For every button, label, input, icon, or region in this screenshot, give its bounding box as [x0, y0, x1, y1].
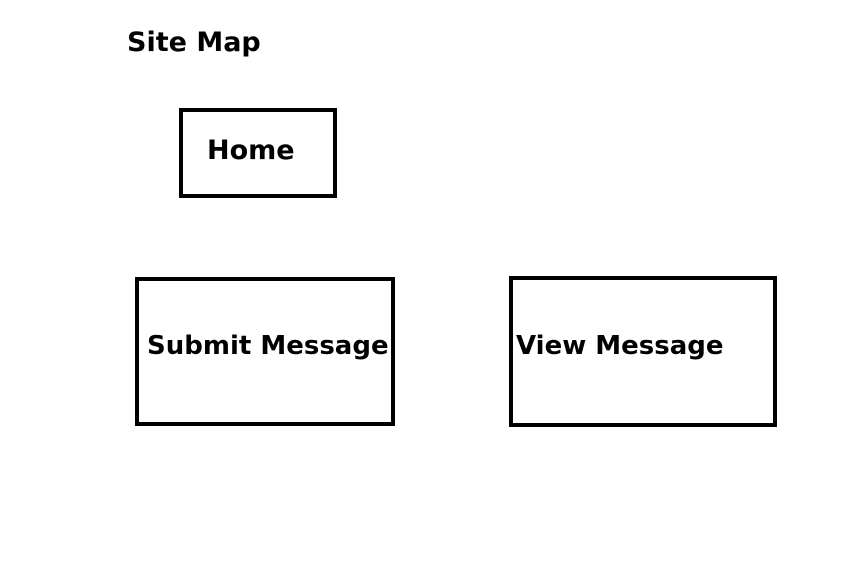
node-view-message-box: View Message: [509, 276, 777, 427]
node-home-label: Home: [207, 135, 295, 166]
node-submit-message-label: Submit Message: [147, 331, 389, 361]
node-view-message-label: View Message: [516, 331, 724, 361]
site-map-title: Site Map: [127, 27, 261, 58]
node-home-box: Home: [179, 108, 337, 198]
node-submit-message-box: Submit Message: [135, 277, 395, 426]
